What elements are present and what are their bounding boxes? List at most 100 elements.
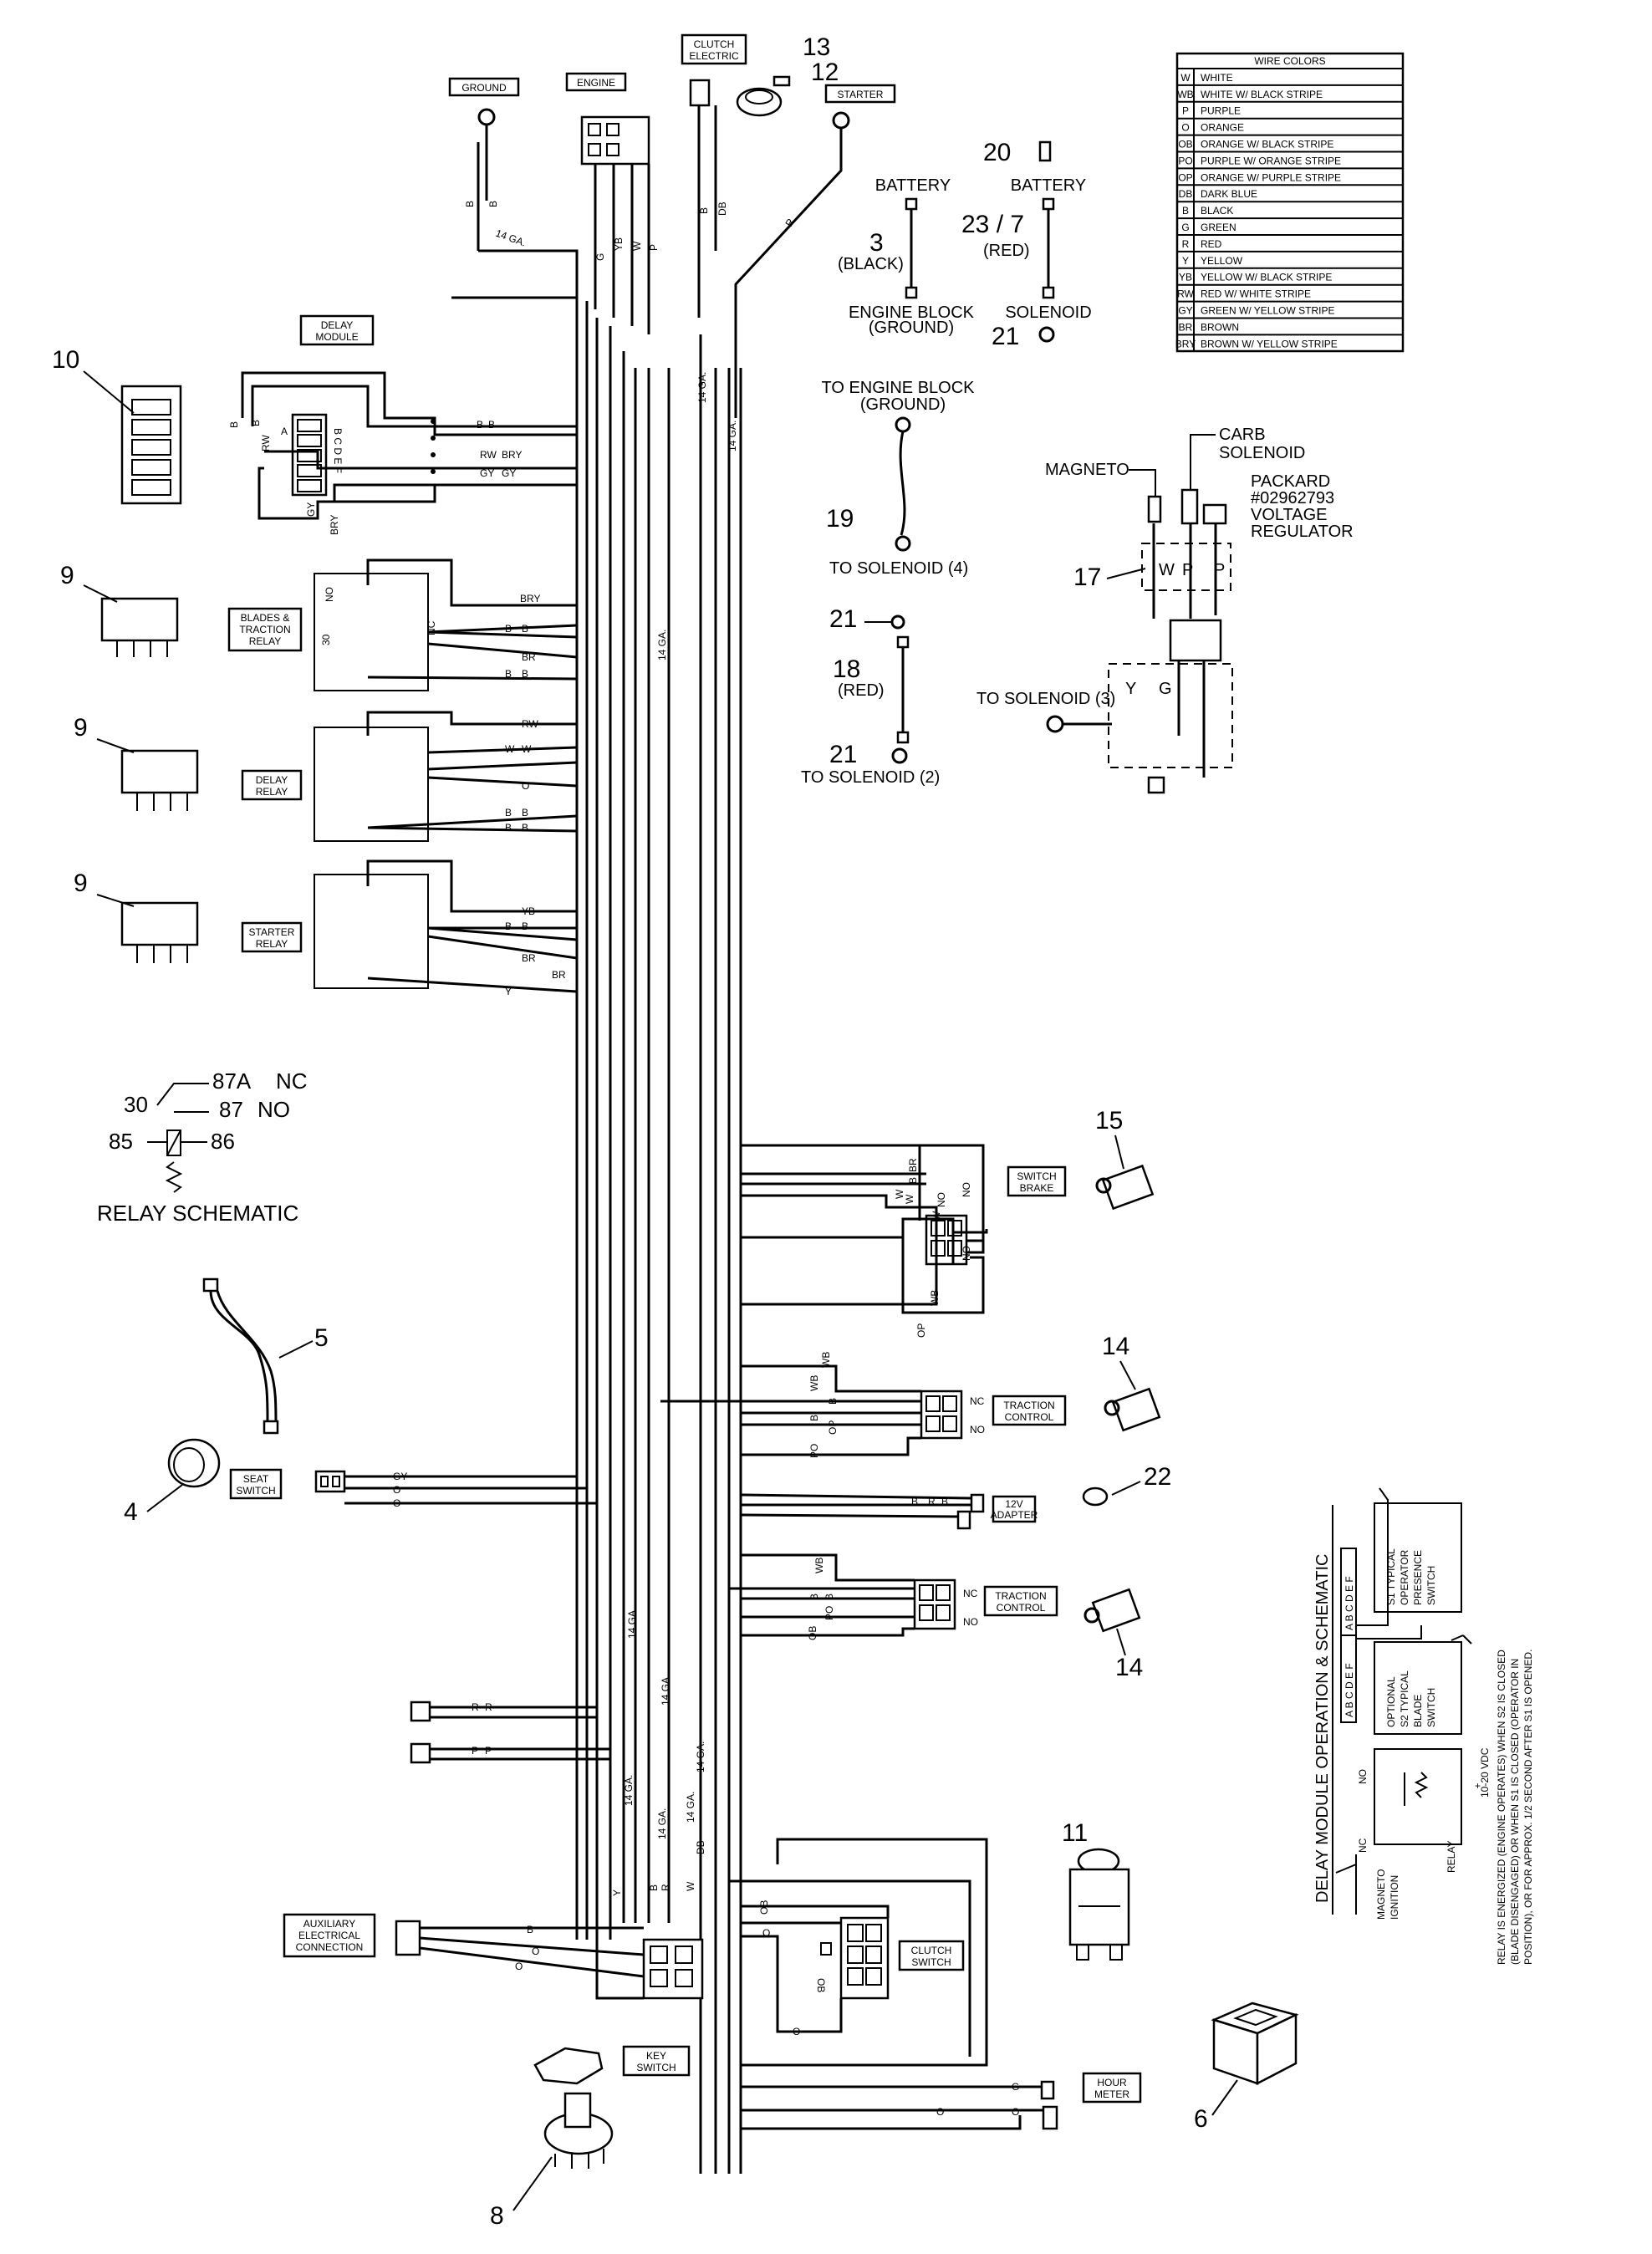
rp-connectors: R R P P: [410, 1701, 610, 1764]
voltage-regulator-17: MAGNETO CARB SOLENOID PACKARD #02962793 …: [976, 426, 1354, 794]
key-switch-8: KEY SWITCH 8: [490, 2045, 691, 2230]
svg-text:B: B: [808, 1594, 820, 1600]
wire-color-code: Y: [1182, 255, 1189, 267]
svg-text:14 GA.: 14 GA.: [696, 372, 708, 403]
svg-text:W: W: [505, 743, 515, 755]
svg-text:YB: YB: [522, 905, 535, 917]
svg-text:O: O: [936, 2106, 944, 2118]
seat-switch-4: 4 SEAT SWITCH GY O O: [124, 1438, 597, 1526]
svg-text:KEY: KEY: [646, 2050, 666, 2062]
traction-control-2: WB B B PO OB NC NO TRACTION CONTROL 14: [729, 1553, 1143, 1681]
svg-text:NO: NO: [961, 1246, 972, 1261]
svg-text:OB: OB: [807, 1626, 818, 1640]
svg-text:B: B: [941, 1496, 948, 1507]
svg-text:ELECTRIC: ELECTRIC: [689, 50, 739, 62]
wire-color-code: OB: [1178, 139, 1192, 150]
wire-color-name: GREEN W/ YELLOW STRIPE: [1201, 305, 1334, 317]
wire-color-code: YB: [1179, 272, 1192, 283]
callout-21b: 21: [829, 605, 857, 633]
svg-text:+: +: [1475, 1780, 1481, 1792]
svg-text:STARTER: STARTER: [249, 926, 295, 938]
svg-text:BR: BR: [552, 969, 566, 981]
svg-text:VOLTAGE: VOLTAGE: [1251, 506, 1328, 524]
svg-text:ELECTRICAL: ELECTRICAL: [298, 1930, 360, 1941]
ground-terminal: B B: [464, 108, 499, 251]
svg-text:G: G: [594, 253, 606, 261]
svg-text:SWITCH: SWITCH: [636, 2062, 676, 2073]
svg-text:O: O: [515, 1961, 523, 1972]
svg-text:R: R: [472, 1701, 479, 1713]
svg-text:BRY: BRY: [329, 515, 340, 535]
svg-text:12V: 12V: [1005, 1498, 1022, 1510]
blades-traction-relay: BLADES & TRACTION RELAY NO NC 30 BRY B B…: [60, 558, 578, 691]
svg-text:BR: BR: [907, 1158, 919, 1172]
wire-color-name: ORANGE: [1201, 122, 1244, 134]
svg-text:86: 86: [211, 1129, 235, 1154]
svg-text:BATTERY: BATTERY: [875, 176, 951, 195]
svg-text:O: O: [1012, 2106, 1019, 2118]
adapter-12v: B R B 12V ADAPTER 22: [740, 1463, 1171, 1530]
wire-color-name: WHITE: [1201, 72, 1233, 84]
svg-text:O: O: [532, 1945, 539, 1957]
callout-12: 12: [811, 59, 839, 86]
svg-text:YB: YB: [613, 237, 625, 251]
svg-text:BLADES &: BLADES &: [241, 612, 290, 624]
svg-text:RELAY: RELAY: [256, 938, 288, 950]
wire-color-name: WHITE W/ BLACK STRIPE: [1201, 89, 1323, 100]
svg-text:SOLENOID: SOLENOID: [1005, 303, 1091, 322]
wire-color-name: PURPLE: [1201, 105, 1241, 117]
starter-terminal: R: [734, 111, 850, 418]
svg-text:TRACTION: TRACTION: [995, 1590, 1046, 1602]
callout-3: 3: [869, 229, 884, 257]
wire-color-code: WB: [1177, 89, 1193, 100]
svg-text:SEAT: SEAT: [243, 1473, 269, 1485]
wire-color-name: GREEN: [1201, 222, 1236, 233]
traction-control-1: WB WB B B OP PO NC NO TRACTION CONTROL 1…: [660, 1333, 1161, 1458]
wire-color-code: G: [1181, 222, 1189, 233]
svg-text:IGNITION: IGNITION: [1389, 1875, 1400, 1920]
starter-relay: STARTER RELAY YB B B BR BR Y 9: [74, 859, 578, 997]
svg-text:PRESENCE: PRESENCE: [1412, 1550, 1424, 1605]
svg-text:B C D E F: B C D E F: [332, 428, 344, 473]
svg-text:RELAY SCHEMATIC: RELAY SCHEMATIC: [97, 1201, 298, 1226]
svg-text:B: B: [505, 822, 512, 834]
svg-text:W: W: [931, 1211, 942, 1221]
svg-text:MODULE: MODULE: [315, 331, 358, 343]
svg-text:B: B: [250, 420, 262, 426]
wire-color-code: O: [1181, 122, 1189, 134]
svg-text:GY: GY: [393, 1471, 407, 1482]
svg-text:BRY: BRY: [520, 593, 540, 604]
wire-color-code: B: [1182, 205, 1189, 217]
svg-text:OP: OP: [915, 1323, 927, 1338]
svg-text:RW: RW: [260, 435, 272, 451]
svg-text:AUXILIARY: AUXILIARY: [303, 1918, 355, 1930]
svg-text:SWITCH: SWITCH: [1017, 1170, 1056, 1182]
callout-21a: 21: [992, 323, 1019, 350]
svg-text:SWITCH: SWITCH: [236, 1485, 275, 1497]
svg-text:(BLADE DISENGAGED) OR WHEN S1: (BLADE DISENGAGED) OR WHEN S1 IS CLOSED …: [1509, 1659, 1521, 1965]
svg-text:A: A: [281, 426, 288, 437]
callout-13: 13: [803, 33, 830, 61]
svg-text:NO: NO: [324, 587, 335, 602]
svg-text:14 GA.: 14 GA.: [727, 421, 738, 451]
svg-text:SWITCH: SWITCH: [1425, 1566, 1437, 1605]
wire-color-name: YELLOW W/ BLACK STRIPE: [1201, 272, 1332, 283]
svg-text:PO: PO: [808, 1444, 820, 1458]
wire-color-name: BROWN: [1201, 321, 1239, 333]
wire-color-name: ORANGE W/ PURPLE STRIPE: [1201, 171, 1341, 183]
svg-text:W: W: [894, 1189, 905, 1199]
svg-text:#02962793: #02962793: [1251, 489, 1334, 507]
svg-text:14 GA.: 14 GA.: [656, 1808, 668, 1839]
svg-text:85: 85: [109, 1129, 133, 1154]
wire-colors-header: WIRE COLORS: [1254, 55, 1325, 67]
svg-text:GY: GY: [305, 502, 317, 517]
callout-17: 17: [1073, 564, 1101, 591]
svg-text:(GROUND): (GROUND): [869, 319, 954, 337]
delay-module-schematic: DELAY MODULE OPERATION & SCHEMATIC A B C…: [1313, 1487, 1534, 1965]
svg-text:14 GA.: 14 GA.: [656, 630, 668, 660]
callout-18: 18: [833, 655, 860, 683]
svg-text:NO: NO: [1357, 1769, 1369, 1784]
svg-text:B: B: [522, 807, 528, 818]
